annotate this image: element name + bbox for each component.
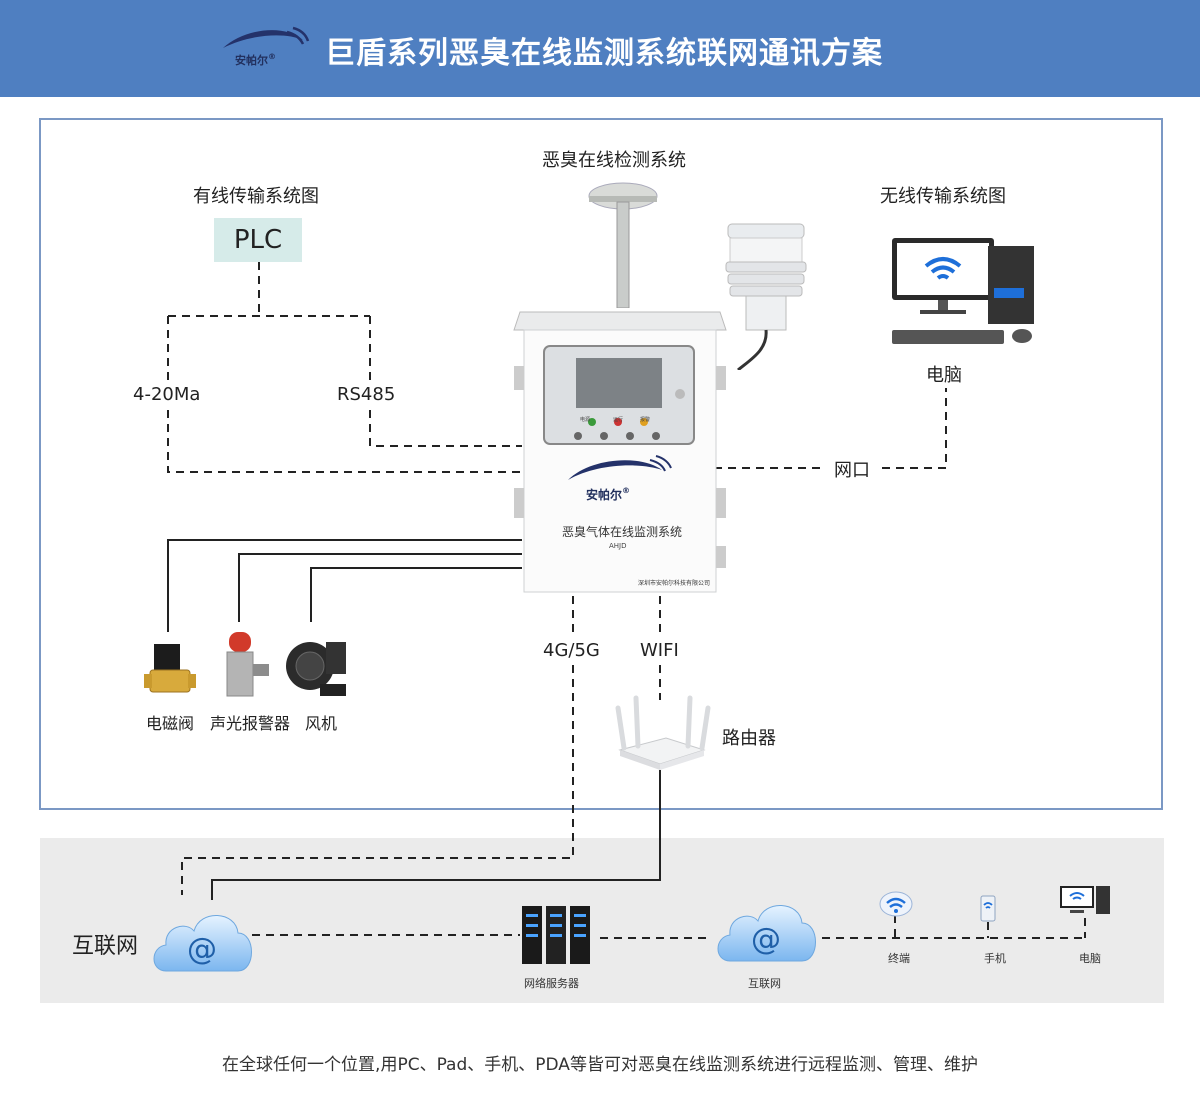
terminal-label: 终端 <box>888 952 910 965</box>
cabinet-product-name: 恶臭气体在线监测系统 <box>562 525 683 539</box>
analog-label: 4-20Ma <box>133 384 201 405</box>
blower-fan-icon <box>286 642 346 696</box>
footer-note: 在全球任何一个位置,用PC、Pad、手机、PDA等皆可对恶臭在线监测系统进行远程… <box>222 1055 978 1075</box>
header-bar: 安帕尔® 巨盾系列恶臭在线监测系统联网通讯方案 <box>0 0 1200 97</box>
button-label-2: 运行 <box>612 417 623 423</box>
cabinet-logo-mark: ® <box>622 486 631 495</box>
wifi-label: WIFI <box>640 640 679 661</box>
wired-title: 有线传输系统图 <box>193 186 319 207</box>
desktop-computer-icon <box>892 238 1034 344</box>
phone-label: 手机 <box>984 952 1006 965</box>
fan-label: 风机 <box>305 714 338 733</box>
cabinet-company: 深圳市安帕尔科技有限公司 <box>638 580 711 587</box>
wifi-router-icon <box>615 695 711 770</box>
server-label: 网络服务器 <box>524 977 579 990</box>
siren-alarm-icon <box>226 632 269 697</box>
svg-text:@: @ <box>187 932 217 967</box>
system-frame <box>39 118 1163 810</box>
small-computer-icon <box>1060 886 1110 914</box>
pc-label: 电脑 <box>1079 952 1101 965</box>
mobile-phone-icon <box>980 895 996 922</box>
network-port-label: 网口 <box>834 460 870 481</box>
computer-label: 电脑 <box>926 365 962 386</box>
registered-mark: ® <box>268 52 276 61</box>
internet-cloud-left-icon: @ <box>153 915 252 972</box>
brand-logo-icon <box>223 26 310 48</box>
internet-right-label: 互联网 <box>748 977 781 990</box>
router-label: 路由器 <box>722 728 776 749</box>
g45-label: 4G/5G <box>543 640 600 661</box>
plc-box: PLC <box>214 218 302 262</box>
page-title: 巨盾系列恶臭在线监测系统联网通讯方案 <box>325 36 883 71</box>
solenoid-label: 电磁阀 <box>146 714 195 733</box>
antenna-icon <box>588 182 658 308</box>
logo-text: 安帕尔 <box>235 54 268 67</box>
cabinet-logo-text: 安帕尔 <box>586 488 623 502</box>
meteorological-sensor-icon <box>725 223 807 370</box>
alarm-label: 声光报警器 <box>210 714 291 733</box>
internet-cloud-right-icon: @ <box>717 905 816 962</box>
button-label-1: 电源 <box>579 417 590 423</box>
monitoring-cabinet <box>513 311 727 593</box>
cabinet-model: AHJD <box>609 542 627 550</box>
svg-text:@: @ <box>751 922 781 957</box>
rs485-label: RS485 <box>337 384 396 405</box>
button-label-3: 报警 <box>639 417 650 423</box>
terminal-wifi-icon <box>879 891 913 917</box>
network-server-icon <box>522 906 590 964</box>
system-title: 恶臭在线检测系统 <box>542 150 686 171</box>
wireless-title: 无线传输系统图 <box>880 186 1006 207</box>
solenoid-valve-icon <box>144 644 196 693</box>
internet-left-label: 互联网 <box>72 934 139 959</box>
